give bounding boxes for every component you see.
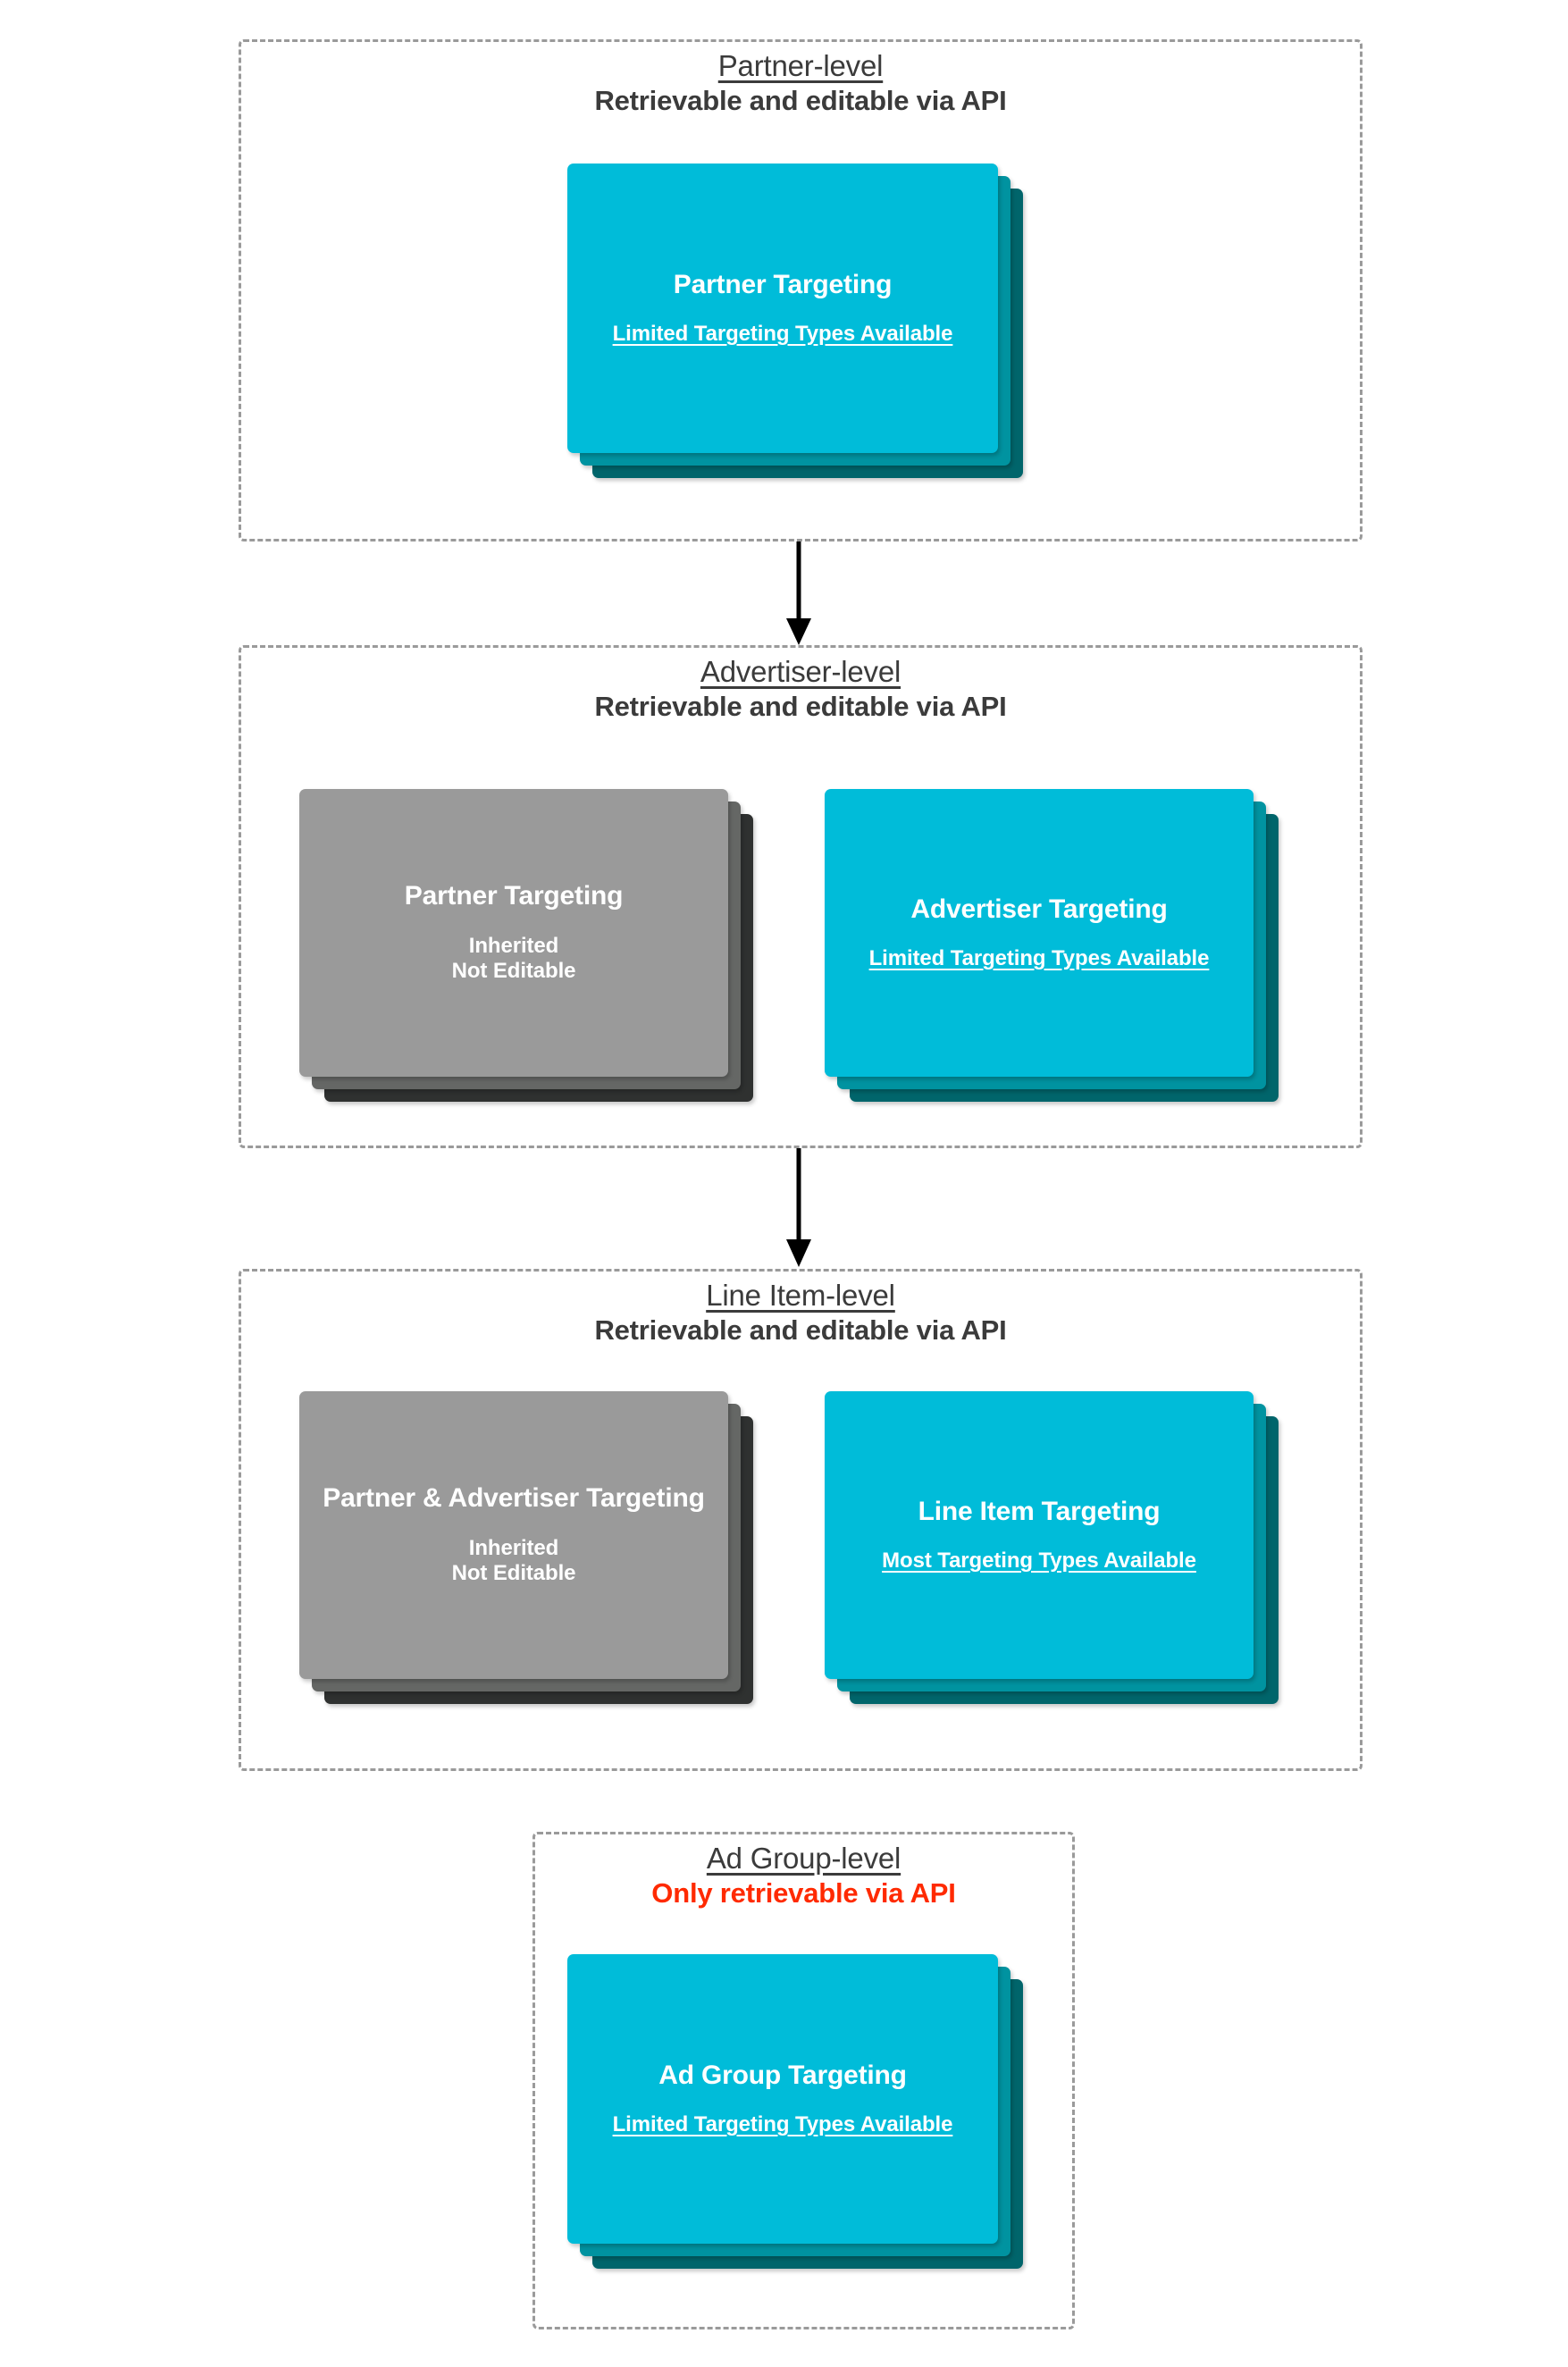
card-title: Partner Targeting xyxy=(673,269,893,299)
card-front-advertiser-inherited[interactable]: Partner Targeting Inherited Not Editable xyxy=(299,789,728,1077)
level-box-partner: Partner-level Retrievable and editable v… xyxy=(239,39,1363,541)
level-box-ad-group: Ad Group-level Only retrievable via API … xyxy=(532,1832,1075,2329)
card-note: Inherited Not Editable xyxy=(451,1535,576,1586)
arrow-down-icon xyxy=(786,541,811,645)
level-subtitle-ad-group: Only retrievable via API xyxy=(651,1877,956,1909)
card-stack-advertiser-targeting[interactable]: Advertiser Targeting Limited Targeting T… xyxy=(825,789,1279,1102)
level-title-partner: Partner-level xyxy=(717,49,884,82)
card-title: Partner & Advertiser Targeting xyxy=(323,1483,705,1514)
card-stack-line-item-inherited[interactable]: Partner & Advertiser Targeting Inherited… xyxy=(299,1391,753,1704)
level-subtitle-partner: Retrievable and editable via API xyxy=(594,85,1007,116)
connector-partner-to-advertiser xyxy=(781,541,817,647)
card-front-line-item-inherited[interactable]: Partner & Advertiser Targeting Inherited… xyxy=(299,1391,728,1679)
connector-advertiser-to-line-item xyxy=(781,1148,817,1269)
arrow-down-icon xyxy=(786,1148,811,1267)
card-note: Most Targeting Types Available xyxy=(882,1549,1196,1574)
level-heading-advertiser: Advertiser-level Retrievable and editabl… xyxy=(241,657,1360,720)
level-title-line-item: Line Item-level xyxy=(706,1279,895,1312)
card-note: Limited Targeting Types Available xyxy=(612,322,953,347)
level-heading-partner: Partner-level Retrievable and editable v… xyxy=(241,51,1360,114)
level-subtitle-advertiser: Retrievable and editable via API xyxy=(594,691,1007,722)
card-front-line-item-targeting[interactable]: Line Item Targeting Most Targeting Types… xyxy=(825,1391,1254,1679)
level-heading-line-item: Line Item-level Retrievable and editable… xyxy=(241,1280,1360,1344)
card-front-partner-targeting[interactable]: Partner Targeting Limited Targeting Type… xyxy=(567,164,998,453)
level-box-line-item: Line Item-level Retrievable and editable… xyxy=(239,1269,1363,1771)
card-front-advertiser-targeting[interactable]: Advertiser Targeting Limited Targeting T… xyxy=(825,789,1254,1077)
card-note: Limited Targeting Types Available xyxy=(868,946,1210,971)
card-title: Advertiser Targeting xyxy=(910,894,1168,924)
level-box-advertiser: Advertiser-level Retrievable and editabl… xyxy=(239,645,1363,1148)
card-stack-advertiser-inherited[interactable]: Partner Targeting Inherited Not Editable xyxy=(299,789,753,1102)
card-note: Inherited Not Editable xyxy=(451,933,576,984)
card-stack-partner-targeting[interactable]: Partner Targeting Limited Targeting Type… xyxy=(567,164,1023,478)
card-stack-line-item-targeting[interactable]: Line Item Targeting Most Targeting Types… xyxy=(825,1391,1279,1704)
card-front-ad-group-targeting[interactable]: Ad Group Targeting Limited Targeting Typ… xyxy=(567,1954,998,2244)
level-subtitle-line-item: Retrievable and editable via API xyxy=(594,1314,1007,1346)
card-stack-ad-group-targeting[interactable]: Ad Group Targeting Limited Targeting Typ… xyxy=(567,1954,1023,2269)
card-title: Line Item Targeting xyxy=(918,1496,1161,1526)
level-title-advertiser: Advertiser-level xyxy=(700,655,901,688)
level-heading-ad-group: Ad Group-level Only retrievable via API xyxy=(535,1843,1072,1907)
card-title: Partner Targeting xyxy=(404,881,624,911)
card-note: Limited Targeting Types Available xyxy=(612,2112,953,2137)
card-title: Ad Group Targeting xyxy=(658,2060,907,2090)
level-title-ad-group: Ad Group-level xyxy=(706,1842,901,1875)
